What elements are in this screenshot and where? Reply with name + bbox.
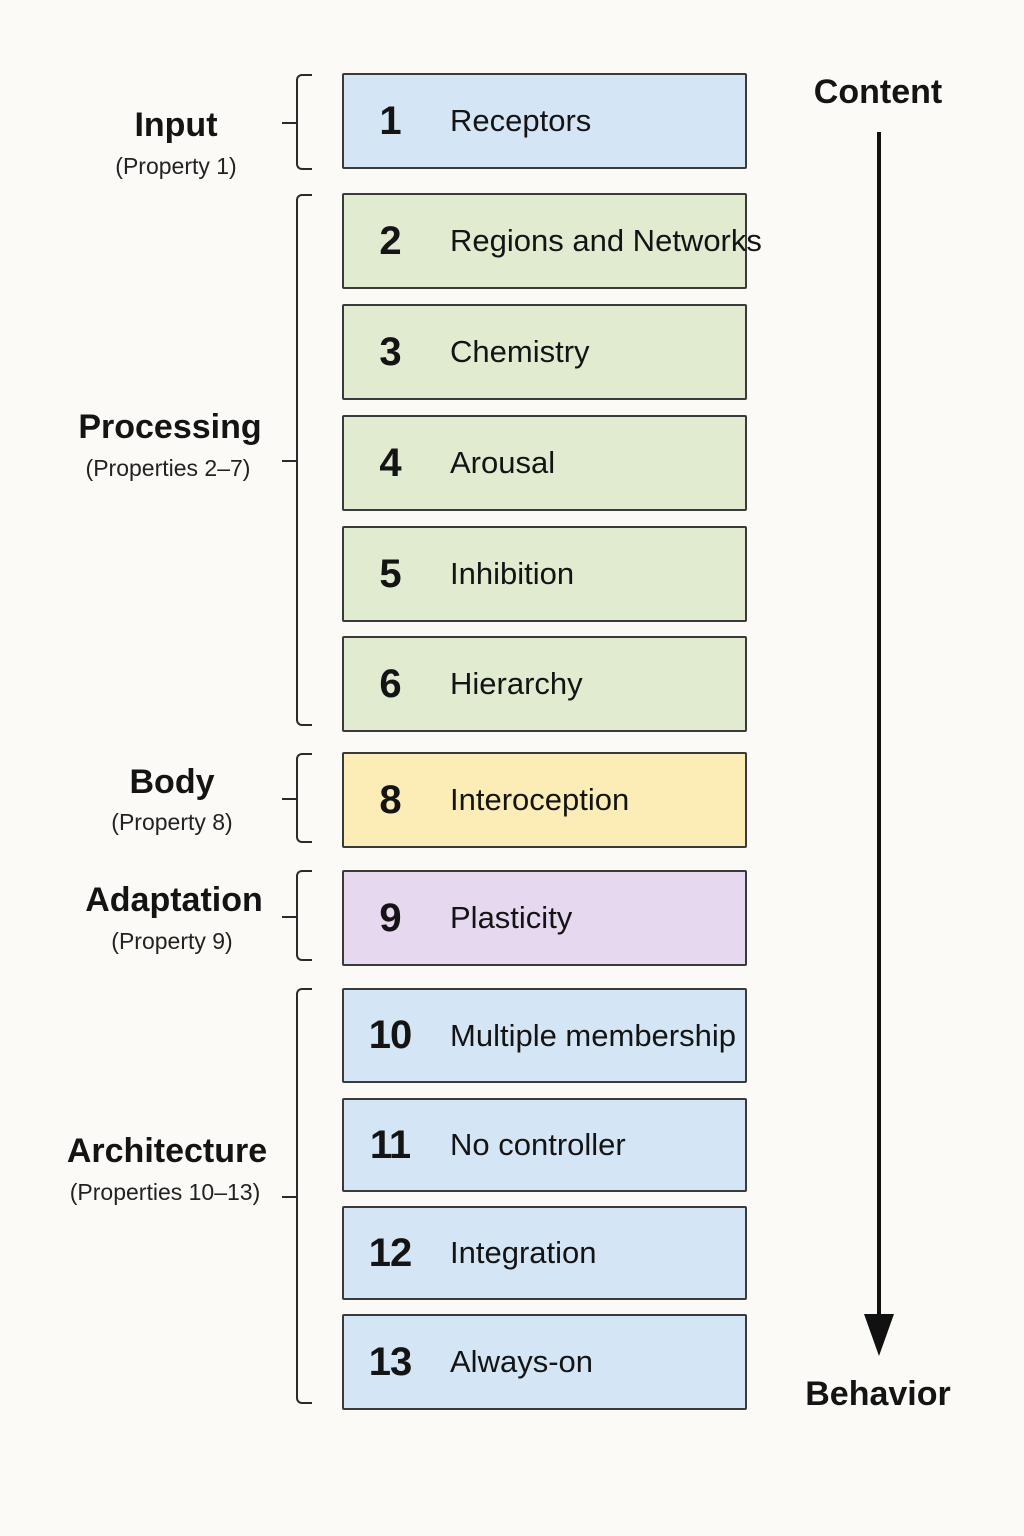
property-number: 5 [379, 551, 401, 596]
bracket-architecture [282, 988, 312, 1404]
property-box-interoception: 8 Interoception [342, 752, 747, 848]
property-label: Inhibition [450, 556, 575, 591]
property-number: 1 [379, 98, 401, 143]
group-subtitle-input: (Property 1) [115, 153, 237, 179]
axis-top-label: Content [813, 73, 943, 111]
property-number: 12 [368, 1230, 413, 1275]
property-box-integration: 12 Integration [342, 1206, 747, 1300]
property-label: Plasticity [450, 900, 573, 935]
group-title-input: Input [134, 106, 218, 144]
property-number: 11 [369, 1122, 411, 1167]
property-box-arousal: 4 Arousal [342, 415, 747, 511]
property-label: Integration [450, 1235, 597, 1270]
property-number: 8 [379, 777, 401, 822]
group-title-adaptation: Adaptation [85, 881, 263, 919]
property-number: 3 [379, 329, 401, 374]
group-title-processing: Processing [78, 408, 262, 446]
property-number: 4 [379, 440, 401, 485]
bracket-adaptation [282, 870, 312, 961]
property-number: 9 [379, 895, 401, 940]
property-box-always-on: 13 Always-on [342, 1314, 747, 1410]
group-title-architecture: Architecture [66, 1132, 268, 1170]
group-subtitle-adaptation: (Property 9) [111, 928, 233, 954]
property-box-receptors: 1 Receptors [342, 73, 747, 169]
property-number: 2 [379, 218, 401, 263]
axis-line [877, 132, 881, 1322]
property-label: Hierarchy [450, 666, 583, 701]
property-number: 13 [368, 1339, 413, 1384]
property-label: Arousal [450, 445, 556, 480]
property-box-chemistry: 3 Chemistry [342, 304, 747, 400]
group-subtitle-processing: (Properties 2–7) [85, 455, 251, 481]
property-label: Chemistry [450, 334, 590, 369]
bracket-input [282, 74, 312, 170]
property-label: Interoception [450, 782, 630, 817]
axis-bottom-label: Behavior [805, 1375, 951, 1413]
property-box-hierarchy: 6 Hierarchy [342, 636, 747, 732]
property-number: 6 [379, 661, 401, 706]
group-subtitle-architecture: (Properties 10–13) [69, 1179, 261, 1205]
property-box-no-controller: 11 No controller [342, 1098, 747, 1192]
property-box-multiple-membership: 10 Multiple membership [342, 988, 747, 1083]
property-label: Regions and Networks [450, 223, 762, 258]
property-box-inhibition: 5 Inhibition [342, 526, 747, 622]
property-number: 10 [368, 1013, 413, 1057]
group-title-body: Body [129, 763, 215, 801]
property-label: Receptors [450, 103, 592, 138]
property-label: No controller [450, 1127, 626, 1162]
arrow-down-icon [864, 1314, 894, 1356]
group-subtitle-body: (Property 8) [111, 809, 233, 835]
bracket-processing [282, 194, 312, 726]
property-box-plasticity: 9 Plasticity [342, 870, 747, 966]
bracket-body [282, 753, 312, 843]
property-label: Multiple membership [450, 1017, 736, 1053]
property-label: Always-on [450, 1344, 593, 1379]
property-box-regions-networks: 2 Regions and Networks [342, 193, 762, 289]
